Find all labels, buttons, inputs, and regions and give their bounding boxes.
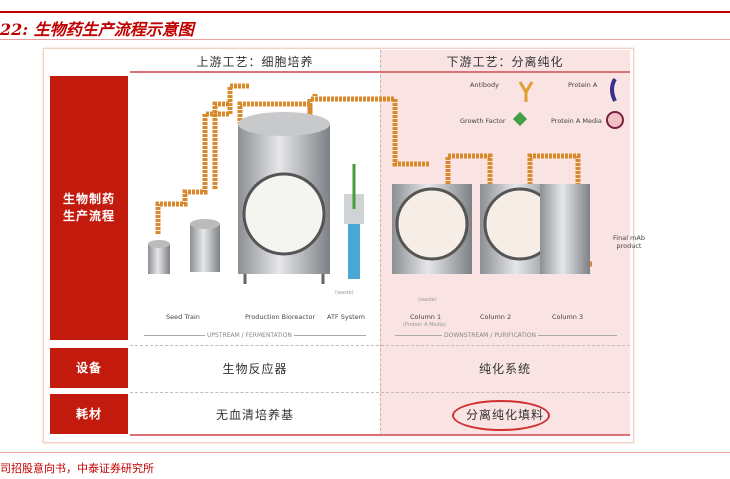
top-rule xyxy=(0,11,730,13)
atf-system-label: ATF System xyxy=(327,313,365,321)
seed-train-tanks xyxy=(148,219,220,274)
row-label-consumables: 耗材 xyxy=(50,394,128,434)
column1-label: Column 1 xyxy=(410,313,442,321)
row-divider xyxy=(130,345,630,346)
equipment-upstream: 生物反应器 xyxy=(222,362,288,376)
columns xyxy=(392,184,590,274)
seed-train-label: Seed Train xyxy=(166,313,200,321)
legend-antibody: Antibody xyxy=(470,81,499,89)
highlight-oval xyxy=(452,400,550,431)
antibody-icon xyxy=(518,81,534,102)
waste-label: (waste) xyxy=(335,290,354,296)
protein-a-media-icon xyxy=(606,111,624,129)
source-rule xyxy=(0,452,730,453)
legend-protein-a: Protein A xyxy=(568,81,598,89)
final-product-label: Final mAb product xyxy=(613,234,645,250)
process-illustration xyxy=(148,77,624,284)
upstream-section-label: UPSTREAM / FERMENTATION xyxy=(205,332,294,339)
production-bioreactor-label: Production Bioreactor xyxy=(245,313,316,321)
divider xyxy=(380,50,381,436)
production-bioreactor xyxy=(238,112,330,284)
column1-sublabel: (Protein A Media) xyxy=(403,322,447,328)
row-label-process: 生物制药 生产流程 xyxy=(50,76,128,340)
legend-icons xyxy=(512,77,624,129)
atf-system xyxy=(344,164,364,279)
row-label-equipment: 设备 xyxy=(50,348,128,388)
source-note: 司招股意向书，中泰证券研究所 xyxy=(0,462,154,475)
title-rule xyxy=(0,39,730,40)
consumables-upstream: 无血清培养基 xyxy=(215,408,294,422)
legend-growth-factor: Growth Factor xyxy=(460,117,506,125)
row-divider xyxy=(130,392,630,393)
header-rule xyxy=(130,71,630,73)
column2-label: Column 2 xyxy=(480,313,512,321)
growth-factor-icon xyxy=(512,111,528,127)
protein-a-icon xyxy=(610,77,617,102)
downstream-header: 下游工艺：分离纯化 xyxy=(446,55,564,69)
upstream-header: 上游工艺：细胞培养 xyxy=(196,55,314,69)
legend-protein-a-media: Protein A Media xyxy=(551,117,602,125)
equipment-downstream: 纯化系统 xyxy=(478,362,531,376)
figure-title: 22: 生物药生产流程示意图 xyxy=(0,20,194,39)
waste-label: (waste) xyxy=(418,297,437,303)
column3-label: Column 3 xyxy=(552,313,584,321)
downstream-section-label: DOWNSTREAM / PURIFICATION xyxy=(442,332,538,339)
bottom-rule xyxy=(130,434,630,436)
